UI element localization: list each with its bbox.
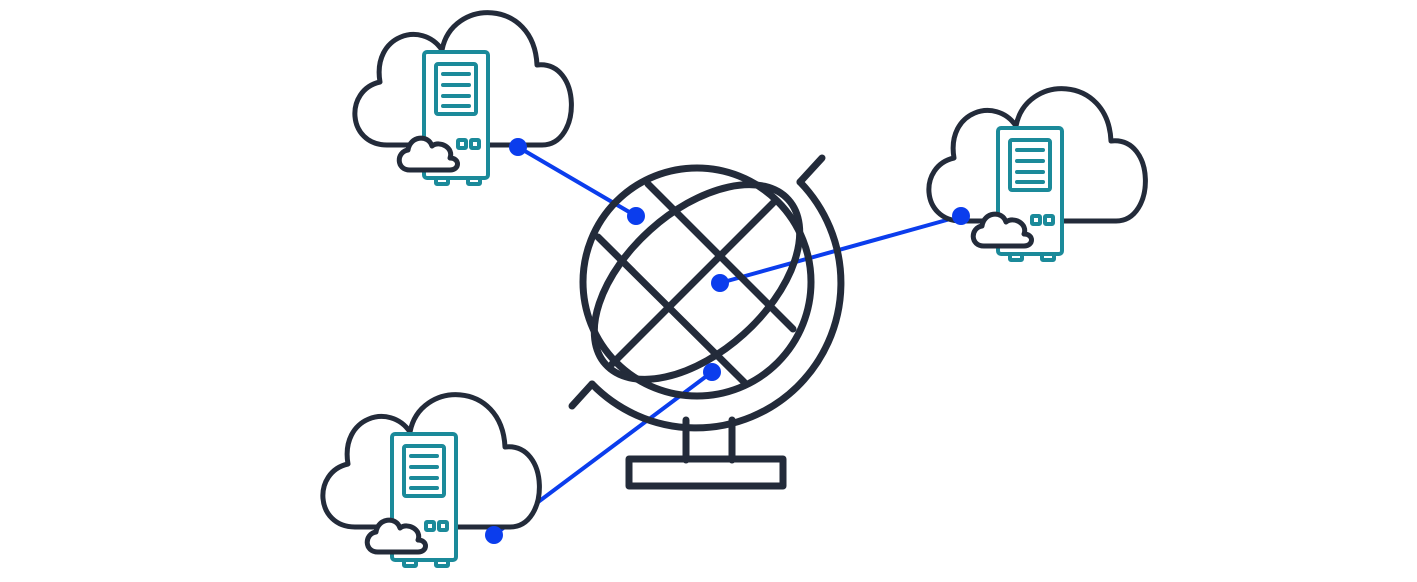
node-right-server	[952, 207, 970, 225]
connection-top-left	[516, 145, 638, 218]
node-right-globe	[711, 274, 729, 292]
connections	[492, 145, 963, 537]
node-bottom-left-server	[485, 526, 503, 544]
cloud-server-icon	[323, 395, 540, 566]
globe-icon	[568, 154, 845, 490]
node-top-left-globe	[627, 207, 645, 225]
connection-nodes	[485, 138, 970, 544]
node-bottom-left-globe	[703, 363, 721, 381]
node-top-left-server	[509, 138, 527, 156]
cloud-server-icon	[929, 89, 1146, 260]
